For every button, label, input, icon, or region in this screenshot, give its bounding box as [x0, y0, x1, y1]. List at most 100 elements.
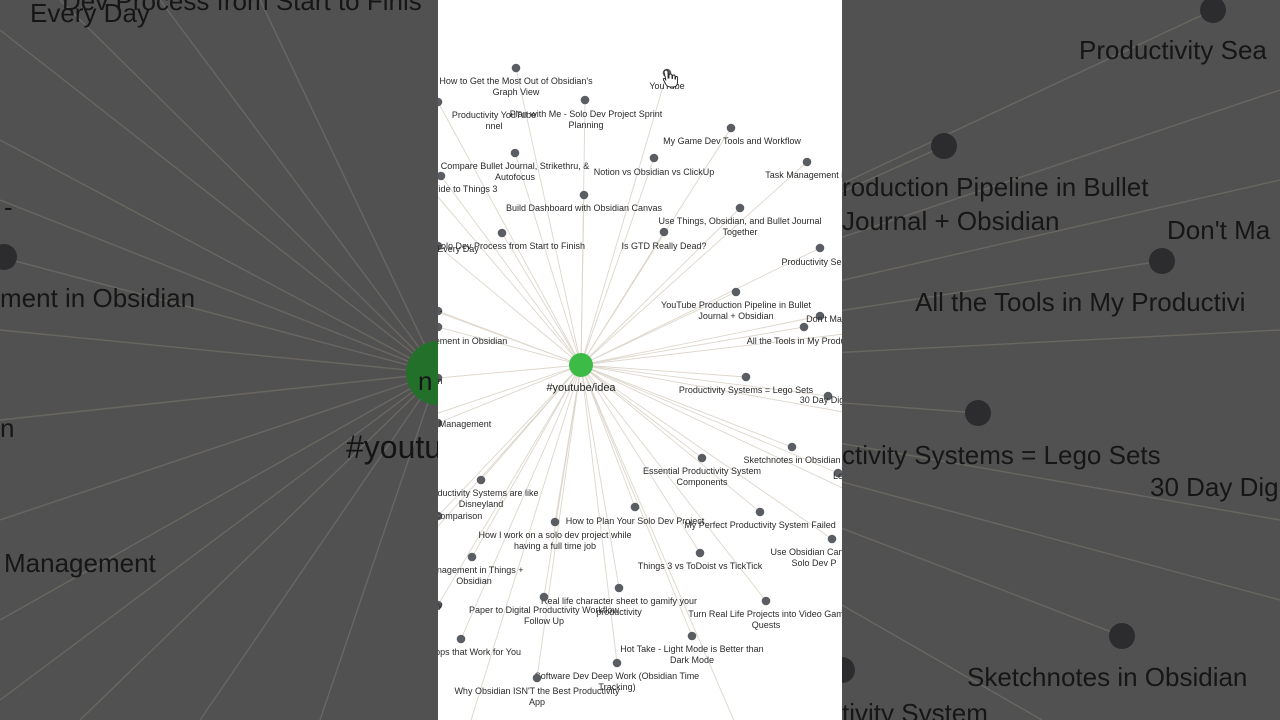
- graph-node[interactable]: Real life character sheet to gamify your…: [541, 583, 697, 617]
- graph-node[interactable]: Comparison: [438, 511, 482, 521]
- graph-node[interactable]: Solo Dev Process from Start to Finish: [438, 228, 585, 251]
- graph-node-dot[interactable]: [580, 95, 590, 105]
- blurred-background-right: Productivity Sea roduction Pipeline in B…: [842, 0, 1280, 720]
- graph-node-dot[interactable]: [438, 97, 443, 107]
- graph-node-dot[interactable]: [550, 517, 560, 527]
- graph-node-dot[interactable]: [510, 148, 520, 158]
- graph-node[interactable]: pps that Work for You: [438, 634, 521, 657]
- graph-node-dot[interactable]: [659, 227, 669, 237]
- graph-node-dot[interactable]: [579, 190, 589, 200]
- graph-node[interactable]: How to Plan Your Solo Dev Project: [566, 502, 705, 526]
- graph-node-dot[interactable]: [687, 631, 697, 641]
- graph-node-dot[interactable]: [438, 373, 443, 383]
- graph-node-dot[interactable]: [532, 673, 542, 683]
- graph-node-dot[interactable]: [741, 372, 751, 382]
- graph-node-dot[interactable]: [802, 157, 812, 167]
- graph-node-dot[interactable]: [456, 634, 466, 644]
- graph-edge: [580, 364, 735, 720]
- graph-node-dot[interactable]: [731, 287, 741, 297]
- graph-node[interactable]: Sketchnotes in Obsidian: [743, 442, 841, 465]
- graph-node-dot[interactable]: [438, 600, 443, 610]
- graph-node-dot[interactable]: [467, 552, 477, 562]
- graph-node[interactable]: My Game Dev Tools and Workflow: [663, 123, 801, 146]
- graph-node[interactable]: Management in Things +Obsidian: [438, 552, 524, 586]
- graph-node[interactable]: Don't Ma: [806, 311, 842, 324]
- graph-node[interactable]: 30 Day Dig: [800, 391, 842, 405]
- graph-node[interactable]: Use Obsidian CanvasSolo Dev P: [770, 534, 842, 568]
- graph-node-dot[interactable]: [697, 453, 707, 463]
- graph-node[interactable]: Is GTD Really Dead?: [621, 227, 707, 251]
- graph-node[interactable]: Notion vs Obsidian vs ClickUp: [594, 153, 715, 177]
- graph-edge: [580, 364, 618, 664]
- graph-node[interactable]: y: [438, 600, 443, 610]
- graph-node[interactable]: Management: [438, 418, 492, 429]
- graph-node-dot[interactable]: [787, 442, 797, 452]
- graph-node-dot[interactable]: [662, 68, 672, 78]
- graph-node[interactable]: My Perfect Productivity System Failed: [684, 507, 836, 530]
- graph-node[interactable]: Le: [833, 468, 842, 481]
- graph-node-dot[interactable]: [726, 123, 736, 133]
- graph-node[interactable]: All the Tools in My Productivi: [747, 322, 842, 346]
- graph-node[interactable]: Compare Bullet Journal, Strikethru, &Aut…: [441, 148, 590, 182]
- graph-node-dot[interactable]: [735, 203, 745, 213]
- blurred-edge: [842, 481, 1280, 601]
- graph-node-dot[interactable]: [815, 243, 825, 253]
- graph-node[interactable]: Use Things, Obsidian, and Bullet Journal…: [659, 203, 822, 237]
- graph-node[interactable]: Productivity Systems = Lego Sets: [679, 372, 814, 395]
- graph-node[interactable]: Task Management in Ob: [765, 157, 842, 180]
- graph-node-dot[interactable]: [497, 228, 507, 238]
- graph-node-dot[interactable]: [614, 583, 624, 593]
- left-label-management: Management: [4, 548, 157, 578]
- graph-node-dot[interactable]: [630, 502, 640, 512]
- graph-node[interactable]: n: [438, 373, 443, 386]
- graph-node[interactable]: Every Day: [438, 241, 479, 254]
- left-label-every-day: Every Day: [30, 0, 150, 28]
- graph-node-dot[interactable]: [438, 171, 446, 181]
- graph-node-dot[interactable]: [649, 153, 659, 163]
- hub-node[interactable]: [569, 353, 593, 377]
- blurred-edge: [0, 199, 438, 374]
- graph-node-dot[interactable]: [438, 241, 443, 251]
- graph-node-dot[interactable]: [755, 507, 765, 517]
- graph-node[interactable]: -: [438, 306, 443, 316]
- graph-node-dot[interactable]: [438, 322, 443, 332]
- graph-node-label: YouTube: [649, 81, 684, 91]
- graph-node[interactable]: ide to Things 3: [438, 171, 497, 194]
- graph-node-dot[interactable]: [833, 468, 842, 478]
- graph-node-label: Build Dashboard with Obsidian Canvas: [506, 203, 663, 213]
- graph-node-dot[interactable]: [815, 311, 825, 321]
- graph-node-dot[interactable]: [438, 418, 443, 428]
- graph-node[interactable]: ement in Obsidian: [438, 322, 507, 346]
- graph-node-dot[interactable]: [695, 548, 705, 558]
- graph-node-dot[interactable]: [476, 475, 486, 485]
- graph-node-dot[interactable]: [761, 596, 771, 606]
- graph-edge: [580, 364, 703, 459]
- graph-node-dot[interactable]: [438, 511, 443, 521]
- graph-node[interactable]: Things 3 vs ToDoist vs TickTick: [638, 548, 763, 571]
- graph-node[interactable]: YouTube: [649, 68, 685, 91]
- graph-node[interactable]: Productivity Sea: [781, 243, 842, 267]
- graph-node[interactable]: Build Dashboard with Obsidian Canvas: [506, 190, 663, 213]
- graph-node-dot[interactable]: [612, 658, 622, 668]
- graph-node-dot[interactable]: [823, 391, 833, 401]
- graph-node-dot[interactable]: [511, 63, 521, 73]
- graph-node-dot[interactable]: [827, 534, 837, 544]
- graph-node[interactable]: Why Obsidian ISN'T the Best Productivity…: [454, 673, 620, 707]
- graph-node-dot[interactable]: [438, 306, 443, 316]
- graph-node-dot[interactable]: [799, 322, 809, 332]
- graph-node-dot[interactable]: [539, 592, 549, 602]
